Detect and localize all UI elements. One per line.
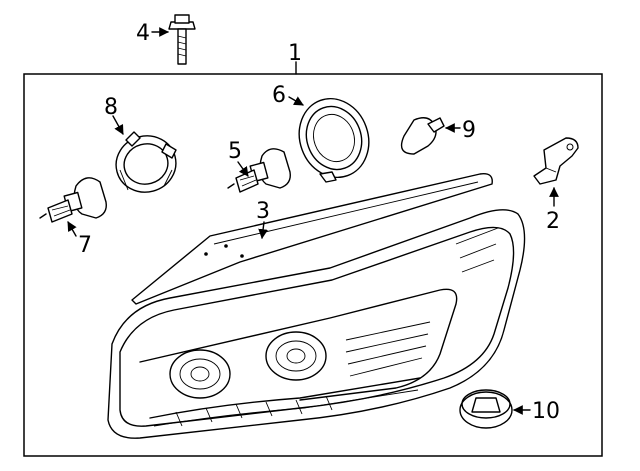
- callout-4: 4: [136, 21, 150, 46]
- socket-part: [115, 131, 177, 193]
- callout-6: 6: [272, 83, 286, 108]
- callout-1: 1: [288, 41, 302, 66]
- callout-3: 3: [256, 199, 270, 224]
- bulb-part-7: [39, 177, 107, 223]
- callout-10: 10: [532, 399, 560, 424]
- callout-2: 2: [546, 209, 560, 234]
- wedge-bulb-part: [400, 117, 445, 155]
- cap-part: [298, 97, 370, 183]
- bulb-part-5: [227, 148, 291, 193]
- callout-7: 7: [78, 233, 92, 258]
- assembly-frame: [23, 73, 603, 457]
- callout-5: 5: [228, 139, 242, 164]
- bolt-part: [168, 14, 196, 65]
- bracket-part: [533, 137, 579, 185]
- callout-9: 9: [462, 118, 476, 143]
- socket-part-10: [459, 389, 513, 429]
- headlamp-housing: [107, 209, 526, 439]
- callout-8: 8: [104, 95, 118, 120]
- trim-strip-part: [131, 173, 493, 305]
